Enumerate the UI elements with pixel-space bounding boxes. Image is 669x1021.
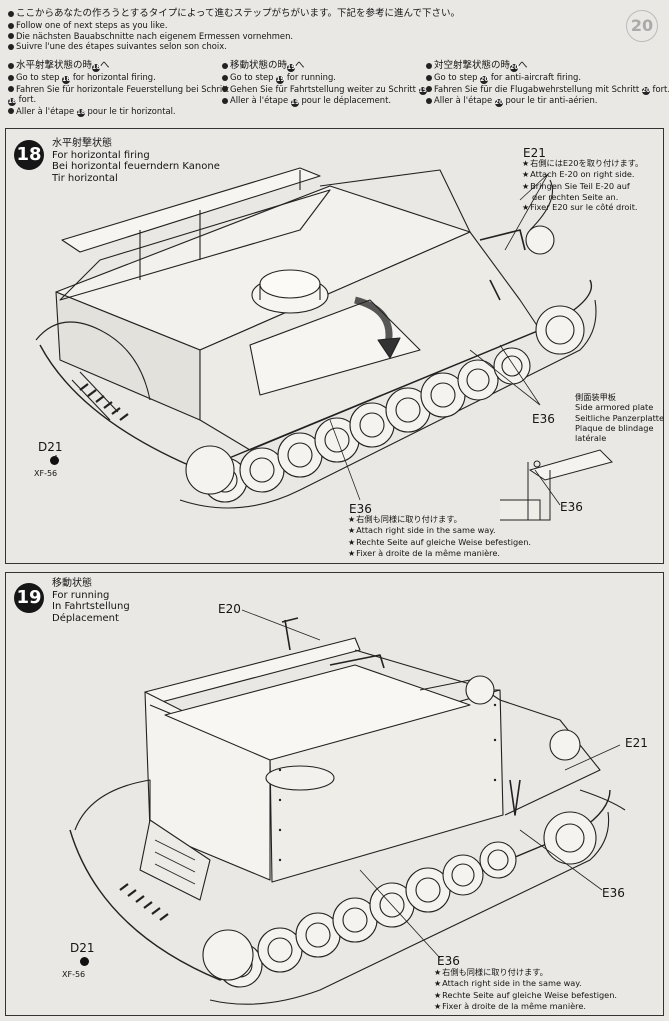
- option-en: Go to step 18 for horizontal firing.: [8, 72, 229, 84]
- intro-line-en: Follow one of next steps as you like.: [8, 20, 460, 31]
- step-18-e21-label: E21: [523, 146, 546, 160]
- page-badge-number: 20: [630, 16, 654, 35]
- intro-line-de: Die nächsten Bauabschnitte nach eigenem …: [8, 31, 460, 42]
- intro-line-jp: ここからあなたの作ろうとするタイプによって進むステップがちがいます。下記を参考に…: [8, 8, 460, 20]
- title-fr: Déplacement: [52, 612, 119, 624]
- option-title: 移動状態の時19へ: [222, 60, 429, 72]
- page-badge: 20: [626, 10, 658, 42]
- option-fr: Aller à l'étape 18 pour le tir horizonta…: [8, 106, 229, 118]
- step-19-e36-label: E36: [602, 886, 625, 900]
- step-19-paint-code: XF-56: [62, 970, 86, 979]
- option-de: Gehen Sie für Fahrtstellung weiter zu Sc…: [222, 84, 429, 95]
- option-de-cont: 18 fort.: [8, 94, 37, 106]
- step-18-number: 18: [14, 140, 44, 170]
- step-18-e36-bottom-label: E36: [349, 502, 372, 516]
- title-en: For horizontal firing: [52, 149, 150, 161]
- step-18-e36-label: E36: [532, 412, 555, 426]
- step-18-plate-note: 側面装甲板 Side armored plate Seitliche Panze…: [575, 392, 665, 444]
- option-horizontal: 水平射撃状態の時18へ Go to step 18 for horizontal…: [8, 60, 229, 118]
- step-19-panel: [5, 572, 664, 1016]
- step-19-e20-label: E20: [218, 602, 241, 616]
- step-18-paint: [50, 456, 60, 467]
- option-title: 対空射撃状態の時20へ: [426, 60, 669, 72]
- option-de: Fahren Sie für die Flugabwehrstellung mi…: [426, 84, 669, 95]
- step-19-e21-label: E21: [625, 736, 648, 750]
- step-18-panel: [5, 128, 664, 564]
- title-de: In Fahrtstellung: [52, 601, 130, 612]
- step-18-paint-code: XF-56: [34, 469, 58, 478]
- step-19-e36-bottom-label: E36: [437, 954, 460, 968]
- title-de: Bei horizontal feuerndern Kanone: [52, 161, 220, 172]
- paint-drop-icon: [80, 957, 89, 966]
- step-19-d21-label: D21: [70, 941, 95, 955]
- step-18-e21-note: 右側にはE20を取り付けます。 Attach E-20 on right sid…: [522, 158, 643, 213]
- step-19-paint: [80, 957, 90, 968]
- paint-drop-icon: [50, 456, 59, 465]
- option-running: 移動状態の時19へ Go to step 19 for running. Geh…: [222, 60, 429, 107]
- option-fr: Aller à l'étape 19 pour le déplacement.: [222, 95, 429, 107]
- option-en: Go to step 19 for running.: [222, 72, 429, 84]
- title-jp: 移動状態: [52, 578, 92, 589]
- step-18-plate-part: E36: [560, 500, 583, 514]
- intro-block: ここからあなたの作ろうとするタイプによって進むステップがちがいます。下記を参考に…: [8, 8, 460, 52]
- option-title: 水平射撃状態の時18へ: [8, 60, 229, 72]
- title-en: For running: [52, 589, 110, 601]
- title-jp: 水平射撃状態: [52, 138, 112, 149]
- title-fr: Tir horizontal: [52, 172, 118, 184]
- step-19-e36-bottom-note: 右側も同様に取り付けます。 Attach right side in the s…: [434, 967, 617, 1012]
- step-18-e36-bottom-note: 右側も同様に取り付けます。 Attach right side in the s…: [348, 514, 531, 559]
- option-antiaircraft: 対空射撃状態の時20へ Go to step 20 for anti-aircr…: [426, 60, 669, 107]
- step-18-d21-label: D21: [38, 440, 63, 454]
- step-19-title: 移動状態 For running In Fahrtstellung Déplac…: [52, 578, 130, 624]
- step-18-title: 水平射撃状態 For horizontal firing Bei horizon…: [52, 138, 220, 184]
- option-fr: Aller à l'étape 20 pour le tir anti-aéri…: [426, 95, 669, 107]
- option-en: Go to step 20 for anti-aircraft firing.: [426, 72, 669, 84]
- intro-line-fr: Suivre l'une des étapes suivantes selon …: [8, 41, 460, 52]
- option-de: Fahren Sie für horizontale Feuerstellung…: [8, 84, 229, 95]
- step-19-number: 19: [14, 583, 44, 613]
